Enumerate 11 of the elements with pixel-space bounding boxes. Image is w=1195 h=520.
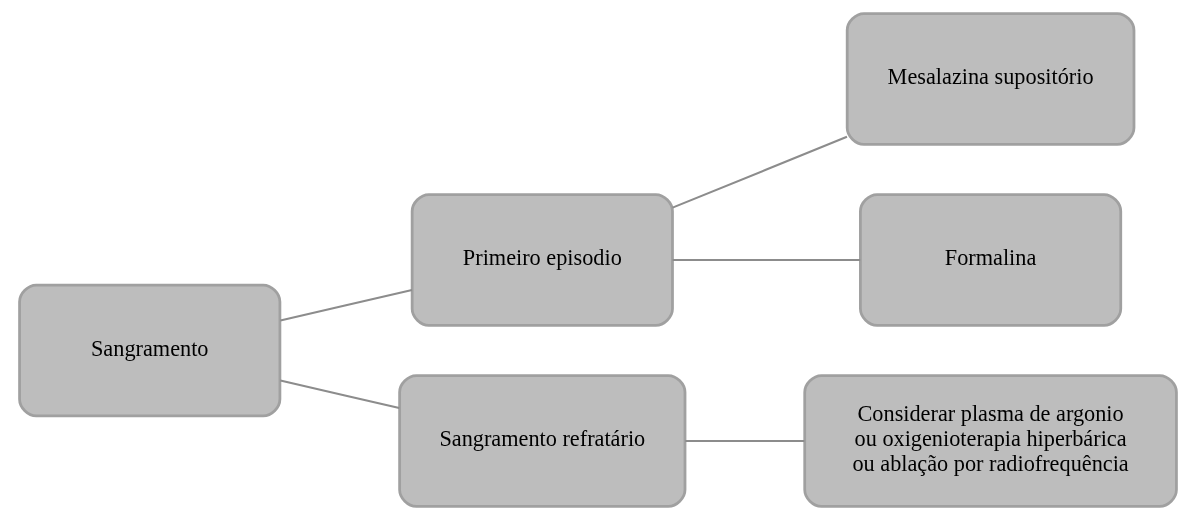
node-box: Sangramento refratário bbox=[397, 374, 686, 508]
connector bbox=[671, 135, 847, 209]
connector bbox=[279, 288, 412, 322]
node-box: Mesalazina supositório bbox=[845, 12, 1135, 146]
node-box: Primeiro episodio bbox=[410, 193, 674, 327]
node-box: Formalina bbox=[858, 193, 1122, 327]
connector bbox=[672, 258, 860, 262]
node-box: Sangramento bbox=[17, 283, 281, 418]
node-box: Considerar plasma de argonio ou oxigenioterapia hiperbárica ou ablação por radiofrequência bbox=[802, 374, 1178, 508]
connector bbox=[684, 439, 804, 443]
connector bbox=[279, 379, 399, 410]
